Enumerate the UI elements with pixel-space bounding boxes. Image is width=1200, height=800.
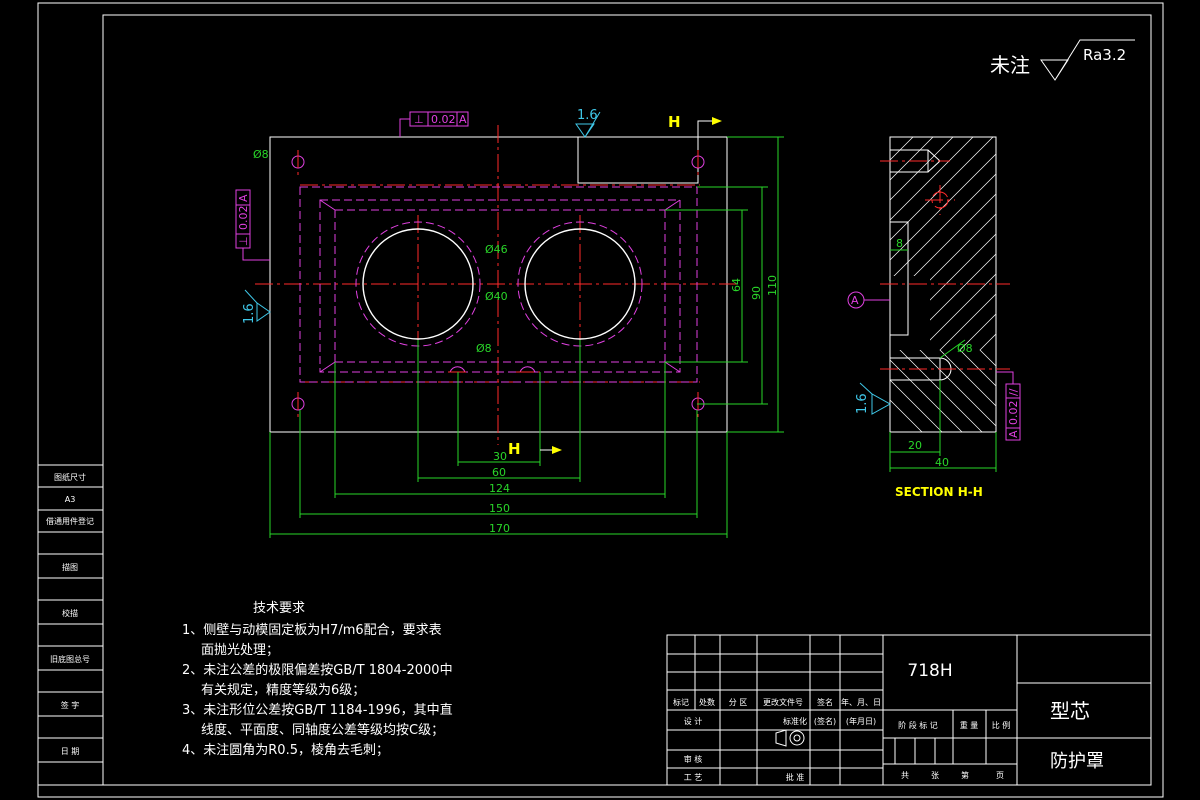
section-marker-top: H [668, 113, 681, 131]
svg-text:借通用件登记: 借通用件登记 [46, 516, 94, 526]
svg-text:A: A [851, 294, 859, 307]
svg-text:审 核: 审 核 [684, 754, 703, 764]
svg-text:共: 共 [901, 771, 909, 780]
datum-a: A [847, 291, 890, 309]
svg-text:A: A [1007, 430, 1020, 438]
product-name: 防护罩 [1050, 751, 1104, 772]
svg-text:签 字: 签 字 [61, 700, 80, 710]
svg-text:⊥: ⊥ [414, 113, 424, 126]
left-sidebar: 图纸尺寸 A3 借通用件登记 描图 校描 旧底图总号 签 字 日 期 [37, 464, 104, 786]
svg-text:(年月日): (年月日) [846, 716, 876, 726]
svg-text:工 艺: 工 艺 [684, 773, 703, 782]
svg-text:(签名): (签名) [814, 716, 836, 726]
svg-text:A3: A3 [65, 495, 76, 504]
material: 718H [907, 661, 952, 681]
tech-item-3a: 3、未注形位公差按GB/T 1184-1996，其中直 [182, 703, 453, 718]
dia-slot: Ø8 [476, 342, 492, 355]
dim-30: 30 [493, 450, 507, 463]
roughness-note: 未注 Ra3.2 [990, 39, 1135, 81]
dia-small-hole: Ø8 [253, 148, 269, 161]
front-view: 30 60 124 150 170 64 90 110 Ø8 Ø46 Ø40 Ø… [235, 108, 784, 538]
tech-requirements: 技术要求 1、侧壁与动模固定板为H7/m6配合，要求表 面抛光处理； 2、未注公… [182, 601, 453, 758]
svg-text:1.6: 1.6 [577, 108, 598, 123]
section-dim-40: 40 [935, 456, 949, 469]
section-dim-20: 20 [908, 439, 922, 452]
section-title: SECTION H-H [895, 485, 983, 499]
svg-text:日 期: 日 期 [61, 747, 80, 756]
title-block: 718H 型芯 防护罩 标记 处数 分 区 更改文件号 签名 年、月、日 设 计… [666, 634, 1152, 786]
svg-text:张: 张 [931, 771, 939, 780]
svg-text:比 例: 比 例 [992, 720, 1011, 730]
svg-text:0.02: 0.02 [237, 206, 250, 231]
tech-item-3b: 线度、平面度、同轴度公差等级均按C级； [201, 722, 444, 738]
tech-item-1b: 面抛光处理； [201, 643, 279, 658]
dia-46: Ø46 [485, 243, 508, 256]
tech-item-2b: 有关规定，精度等级为6级； [201, 682, 365, 698]
svg-text:描图: 描图 [62, 562, 78, 572]
svg-text:A: A [459, 113, 467, 126]
svg-text:处数: 处数 [699, 697, 715, 707]
svg-text:批 准: 批 准 [786, 772, 805, 782]
section-marker-bottom: H [508, 440, 521, 458]
section-view: 8 20 40 Ø8 A 1.6 // 0.02 A SECTION H-H [847, 136, 1021, 499]
dim-124: 124 [489, 482, 510, 495]
svg-text:年、月、日: 年、月、日 [841, 697, 881, 707]
svg-text:Ra3.2: Ra3.2 [1083, 46, 1126, 64]
svg-text:1.6: 1.6 [242, 303, 257, 324]
part-name: 型芯 [1050, 699, 1090, 723]
roughness-left: 1.6 [242, 289, 271, 324]
section-dia-hole: Ø8 [957, 342, 973, 355]
tech-item-4: 4、未注圆角为R0.5，棱角去毛刺； [182, 742, 389, 758]
dim-170: 170 [489, 522, 510, 535]
roughness-top: 1.6 [575, 108, 601, 138]
svg-text:校描: 校描 [62, 608, 78, 618]
svg-text:1.6: 1.6 [855, 393, 870, 414]
svg-text:0.02: 0.02 [1007, 401, 1020, 426]
section-tolerance-frame: // 0.02 A [996, 371, 1021, 441]
dim-150: 150 [489, 502, 510, 515]
svg-text:图纸尺寸: 图纸尺寸 [54, 472, 86, 482]
svg-text:标准化: 标准化 [783, 716, 807, 726]
tolerance-frame-left: ⊥ 0.02 A [235, 189, 270, 261]
tech-item-2a: 2、未注公差的极限偏差按GB/T 1804-2000中 [182, 662, 453, 678]
svg-text:旧底图总号: 旧底图总号 [50, 654, 90, 664]
section-dim-8: 8 [896, 237, 903, 250]
projection-symbol-icon [775, 729, 805, 747]
tolerance-frame-top: ⊥ 0.02 A [399, 111, 469, 137]
dim-64: 64 [730, 278, 743, 292]
tech-title: 技术要求 [253, 601, 305, 616]
tech-item-1a: 1、侧壁与动模固定板为H7/m6配合，要求表 [182, 623, 442, 638]
corner-holes [291, 150, 705, 418]
svg-text:阶 段 标 记: 阶 段 标 记 [898, 720, 938, 730]
svg-text:更改文件号: 更改文件号 [763, 697, 803, 707]
dim-60: 60 [492, 466, 506, 479]
svg-text:标记: 标记 [673, 697, 689, 707]
svg-text:页: 页 [996, 771, 1004, 780]
svg-text:设 计: 设 计 [684, 716, 703, 726]
dim-90: 90 [750, 286, 763, 300]
dim-110: 110 [766, 275, 779, 296]
svg-text:未注: 未注 [990, 53, 1030, 77]
drawing-border [37, 2, 1164, 798]
svg-text:签名: 签名 [817, 697, 833, 707]
svg-text://: // [1007, 388, 1020, 396]
svg-text:0.02: 0.02 [431, 113, 456, 126]
svg-text:第: 第 [961, 770, 969, 780]
dia-40: Ø40 [485, 290, 508, 303]
svg-text:A: A [237, 194, 250, 202]
svg-text:分 区: 分 区 [729, 698, 748, 707]
svg-text:重 量: 重 量 [960, 720, 979, 730]
svg-text:⊥: ⊥ [237, 236, 250, 246]
section-roughness: 1.6 [855, 382, 892, 415]
